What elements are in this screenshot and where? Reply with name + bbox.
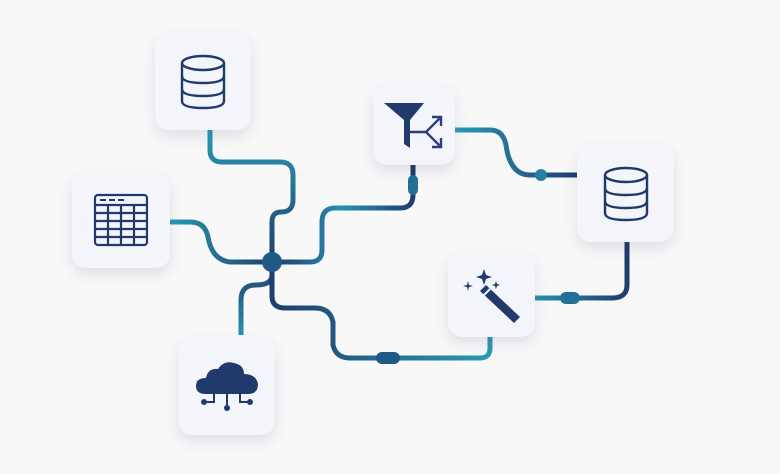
database-icon (180, 54, 226, 109)
filter-split-icon (384, 103, 443, 149)
magic-wand-icon (462, 268, 520, 323)
connector-database-path (535, 169, 547, 181)
cloud-network-icon (195, 361, 258, 411)
spreadsheet-source-card[interactable] (72, 172, 170, 268)
connector-filter (408, 175, 418, 195)
pipe-table-to-hub (170, 219, 272, 265)
filter-split-card[interactable] (373, 85, 455, 165)
pipe-database-to-hub (207, 130, 296, 262)
pipe-database-to-wand (535, 242, 630, 301)
pipe-hub-to-wand (269, 262, 493, 361)
connector-database-wand (560, 292, 580, 304)
connector-wand-path (376, 352, 400, 364)
pipe-filter-to-database (455, 127, 577, 178)
hub-node (262, 252, 282, 272)
transform-card[interactable] (448, 252, 535, 337)
pipe-hub-to-filter (272, 165, 416, 265)
cloud-source-card[interactable] (178, 338, 275, 435)
database-target-card[interactable] (577, 145, 674, 242)
database-source-card[interactable] (155, 33, 251, 130)
pipe-cloud-to-hub (238, 262, 275, 335)
table-icon (93, 193, 149, 247)
database-icon (603, 166, 648, 221)
